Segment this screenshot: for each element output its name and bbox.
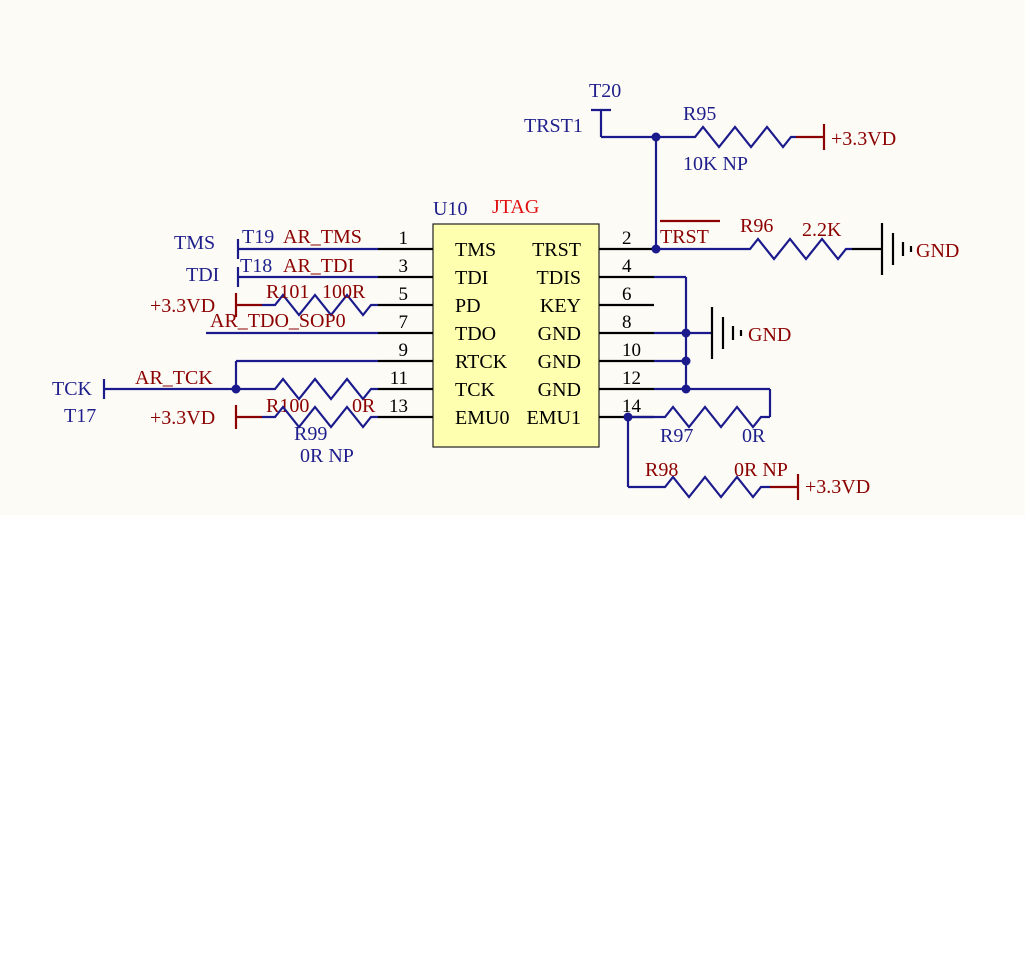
pin-name-tdis: TDIS (537, 267, 581, 289)
pin-num-9: 9 (399, 340, 409, 361)
net-trst-pin2: TRST R96 2.2K GND (651, 215, 959, 275)
net-pd: +3.3VD R101 100R (150, 281, 378, 317)
net-tdo: AR_TDO_SOP0 (206, 310, 378, 335)
pin-num-2: 2 (622, 228, 632, 249)
res-val-r97: 0R (742, 425, 766, 447)
pin-name-rtck: RTCK (455, 351, 508, 373)
net-tdi: T18 TDI AR_TDI (186, 255, 378, 287)
tp-ref-t19: T19 (242, 226, 274, 248)
net-label-trst: TRST (660, 226, 709, 248)
resistor-r96[interactable] (740, 237, 852, 261)
left-pin-lines (378, 247, 433, 419)
gnd-label-r96: GND (916, 240, 959, 262)
pwr-label-r95: +3.3VD (831, 128, 896, 150)
res-val-r101: 100R (322, 281, 366, 303)
tp-ref-t20: T20 (589, 80, 621, 102)
res-val-r99: 0R NP (300, 445, 354, 467)
net-label-ar-tck: AR_TCK (135, 367, 213, 389)
net-label-ar-tdi: AR_TDI (283, 255, 354, 277)
pin-num-11: 11 (390, 368, 408, 389)
res-val-r96: 2.2K (802, 219, 842, 241)
net-tck: TCK T17 AR_TCK R100 0R (52, 359, 378, 427)
pwr-label-pd: +3.3VD (150, 295, 215, 317)
res-val-r98: 0R NP (734, 459, 788, 481)
pin-num-4: 4 (622, 256, 632, 277)
gnd-label-bus: GND (748, 324, 791, 346)
pin-num-12: 12 (622, 368, 641, 389)
pin-name-gnd-10: GND (538, 351, 581, 373)
pin-num-13: 13 (389, 396, 408, 417)
res-ref-r100: R100 (266, 395, 309, 417)
pin-name-emu1: EMU1 (527, 407, 581, 429)
tp-label-trst1: TRST1 (524, 115, 583, 137)
res-val-r100: 0R (352, 395, 376, 417)
pin-num-1: 1 (399, 228, 409, 249)
pin-num-3: 3 (399, 256, 409, 277)
pin-name-tck: TCK (455, 379, 496, 401)
net-label-ar-tms: AR_TMS (283, 226, 362, 248)
jtag-connector-u10[interactable]: U10 JTAG TMS TDI PD TDO RTCK TCK EMU0 TR… (378, 196, 654, 448)
res-val-r95: 10K NP (683, 153, 748, 175)
pin-name-tms: TMS (455, 239, 496, 261)
pin-name-key: KEY (540, 295, 581, 317)
resistor-r101[interactable] (262, 293, 378, 317)
pin-num-6: 6 (622, 284, 632, 305)
res-ref-r96: R96 (740, 215, 773, 237)
res-ref-r99: R99 (294, 423, 327, 445)
tp-label-tms: TMS (174, 232, 215, 254)
pin-num-8: 8 (622, 312, 632, 333)
res-ref-r95: R95 (683, 103, 716, 125)
pin-name-trst: TRST (532, 239, 581, 261)
pin-name-pd: PD (455, 295, 481, 317)
tp-label-tdi: TDI (186, 264, 219, 286)
res-ref-r97: R97 (660, 425, 693, 447)
pin-name-gnd-8: GND (538, 323, 581, 345)
chip-designator: U10 (433, 198, 467, 220)
pin-num-7: 7 (399, 312, 409, 333)
net-gnd-bus: GND (654, 275, 791, 417)
net-label-ar-tdo-sop0: AR_TDO_SOP0 (210, 310, 346, 332)
net-trst-top: T20 TRST1 R95 10K NP +3.3VD (524, 80, 896, 249)
pin-name-tdo: TDO (455, 323, 496, 345)
net-tms: T19 TMS AR_TMS (174, 226, 378, 259)
resistor-r97[interactable] (655, 405, 770, 429)
pwr-label-r98: +3.3VD (805, 476, 870, 498)
resistor-r99[interactable] (262, 405, 378, 429)
chip-body (432, 223, 600, 448)
pin-num-10: 10 (622, 340, 641, 361)
resistor-r95[interactable] (682, 125, 796, 149)
res-ref-r98: R98 (645, 459, 678, 481)
pwr-label-emu0: +3.3VD (150, 407, 215, 429)
resistor-r100[interactable] (262, 377, 378, 401)
res-ref-r101: R101 (266, 281, 309, 303)
pin-name-emu0: EMU0 (455, 407, 509, 429)
net-emu1: R97 0R R98 0R NP +3.3VD (623, 405, 870, 500)
net-emu0: +3.3VD R99 0R NP (150, 405, 378, 467)
chip-value: JTAG (492, 196, 539, 218)
tp-label-tck: TCK (52, 378, 93, 400)
tp-ref-t18: T18 (240, 255, 272, 277)
pin-name-gnd-12: GND (538, 379, 581, 401)
pin-name-tdi: TDI (455, 267, 488, 289)
resistor-r98[interactable] (652, 475, 770, 499)
tp-ref-t17: T17 (64, 405, 96, 427)
pin-num-5: 5 (399, 284, 409, 305)
pin-num-14: 14 (622, 396, 642, 417)
